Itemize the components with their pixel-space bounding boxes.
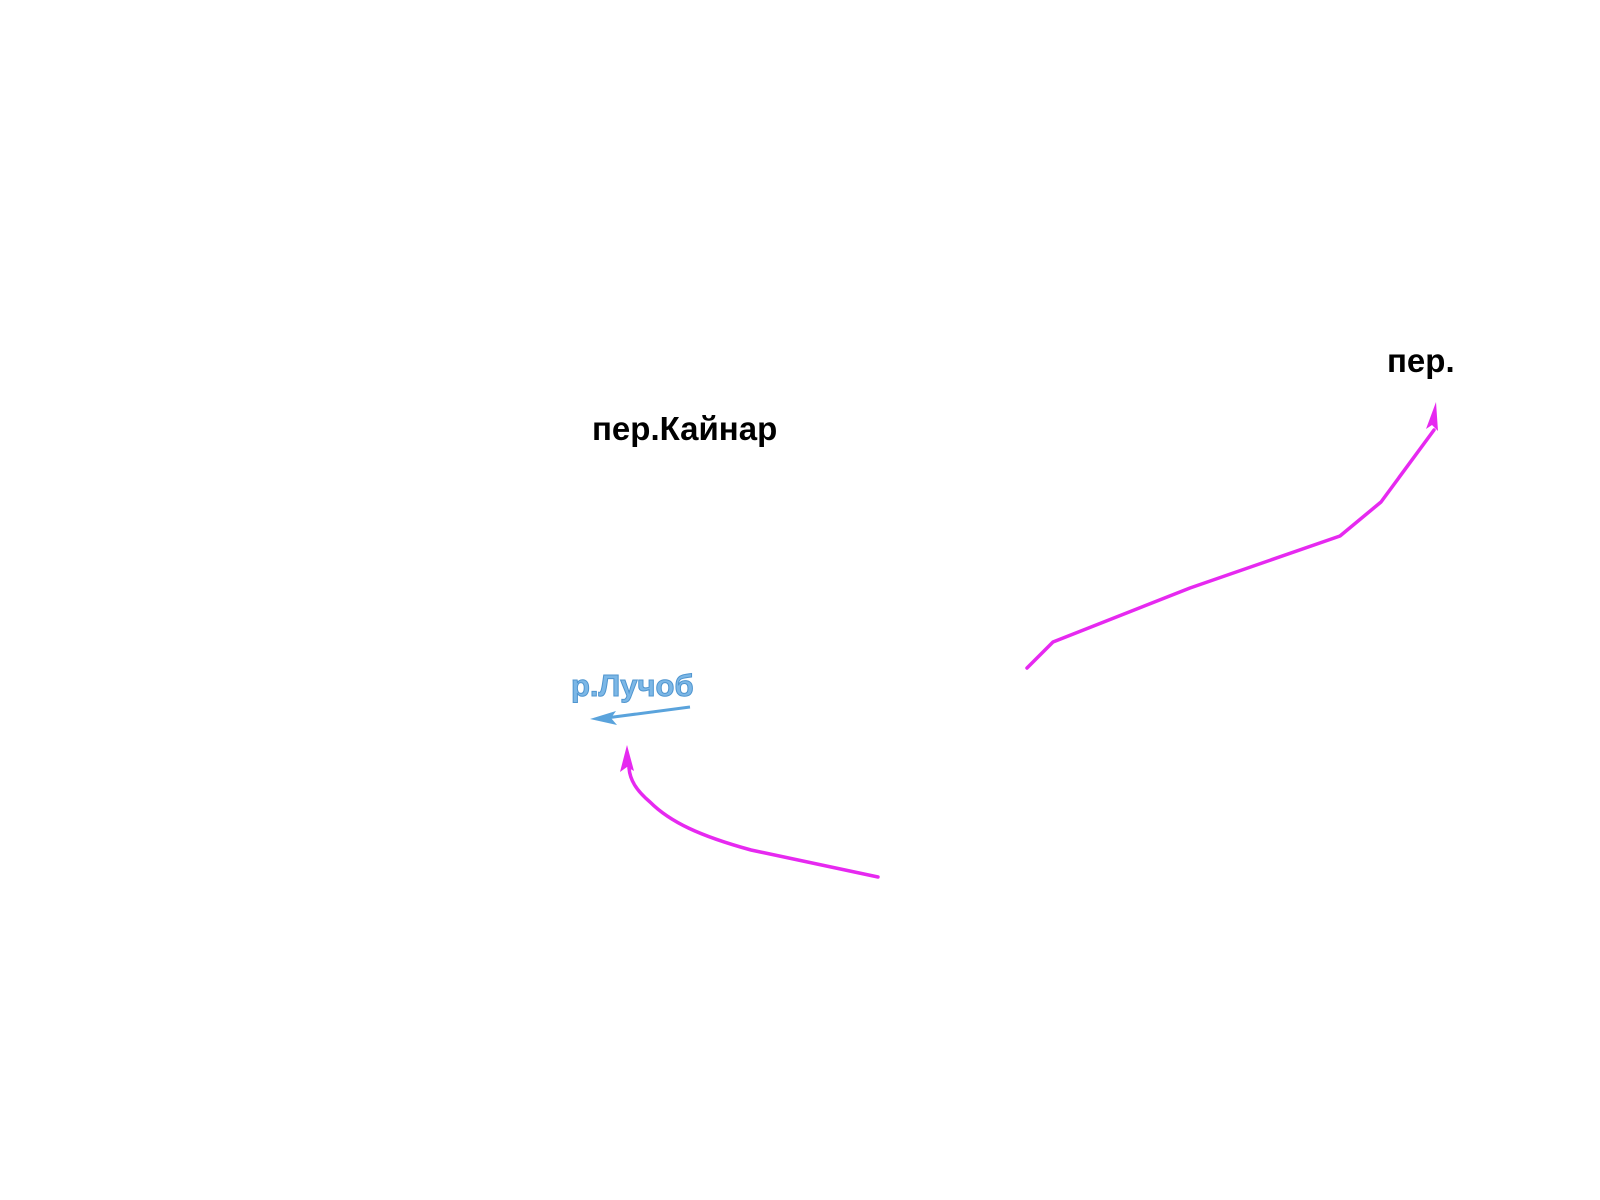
- route-lower-arrowhead-icon: [620, 745, 634, 772]
- route-upper: [1025, 402, 1438, 670]
- route-lower: [620, 745, 880, 879]
- pass-label-unnamed: пер.: [1387, 342, 1455, 379]
- river-flow-arrow-icon: [590, 705, 691, 725]
- route-upper-arrowhead-icon: [1426, 402, 1438, 431]
- route-lower-line: [627, 766, 880, 879]
- river-label-luchob: р.Лучоб: [571, 668, 695, 704]
- route-upper-line: [1025, 428, 1436, 670]
- pass-label-kainar: пер.Кайнар: [592, 410, 778, 447]
